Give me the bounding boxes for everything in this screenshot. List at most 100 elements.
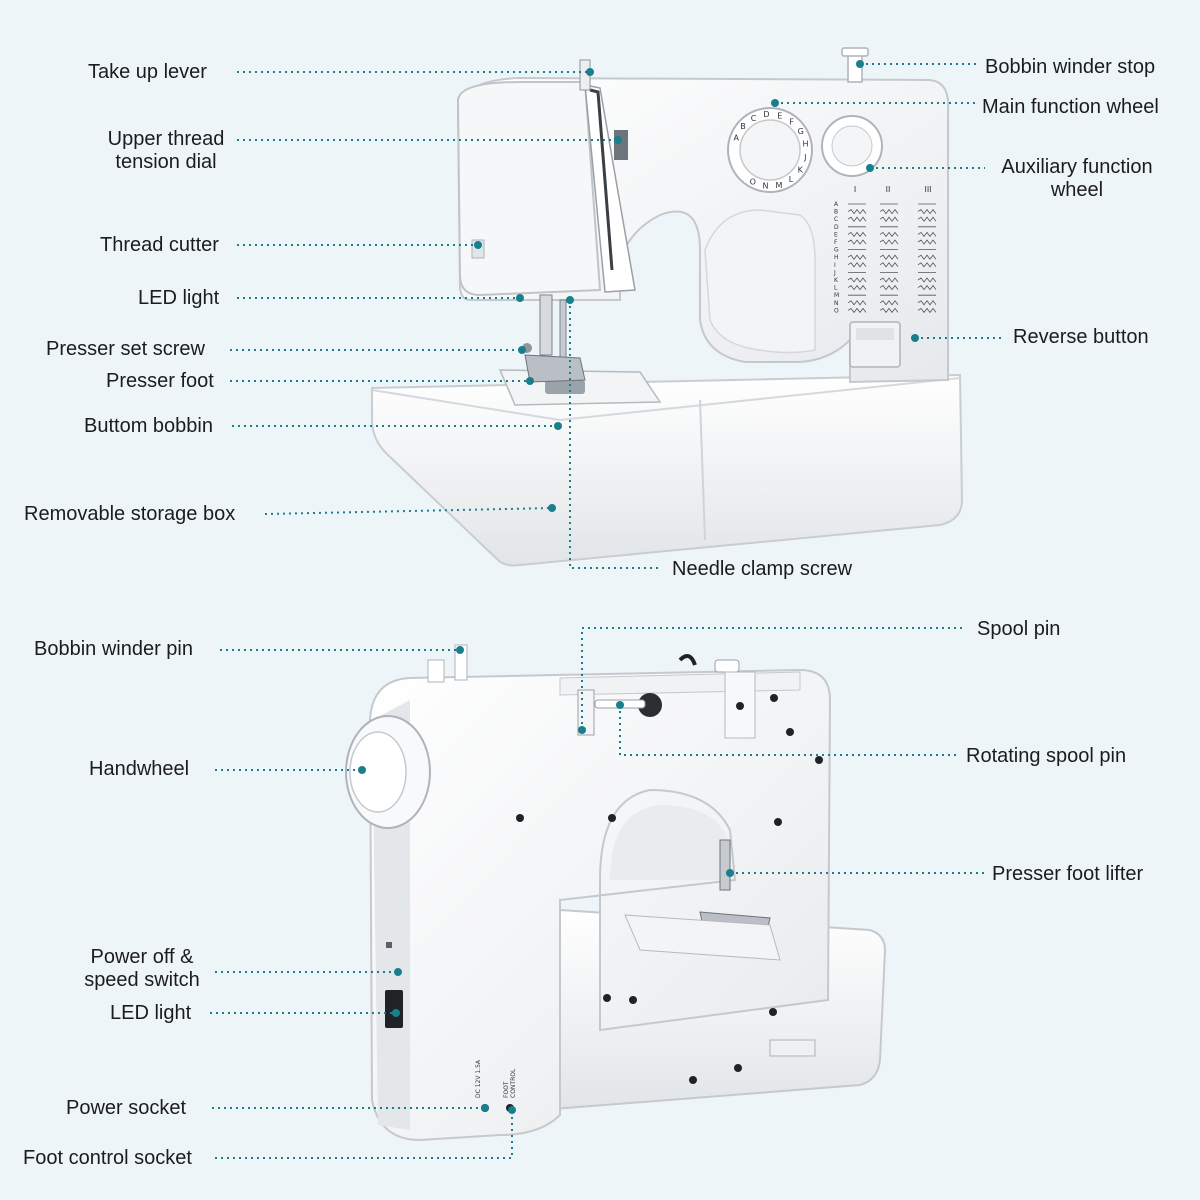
label-reverse-button: Reverse button xyxy=(1013,326,1149,348)
stitch-letter: J xyxy=(833,269,836,276)
label-removable-storage-box: Removable storage box xyxy=(24,503,236,525)
stitch-letter: I xyxy=(834,262,836,269)
dial-letter: D xyxy=(763,110,769,119)
stitch-pattern xyxy=(847,277,867,283)
top-machine-base xyxy=(371,373,964,567)
stitch-pattern xyxy=(847,216,867,222)
dial-letter: J xyxy=(803,153,806,162)
dial-letter: H xyxy=(802,140,808,149)
label-led-light-top: LED light xyxy=(138,287,220,309)
dial-letter: O xyxy=(750,178,756,187)
stitch-pattern xyxy=(847,231,867,238)
stitch-letter: A xyxy=(834,201,839,208)
dial-letter: E xyxy=(777,111,782,120)
stitch-pattern xyxy=(917,300,937,306)
stitch-letter: N xyxy=(834,300,839,307)
label-bobbin-winder-stop: Bobbin winder stop xyxy=(985,56,1156,78)
stitch-pattern xyxy=(847,284,867,291)
label-take-up-lever: Take up lever xyxy=(88,61,207,83)
stitch-letter: E xyxy=(834,231,838,238)
dial-letter: K xyxy=(798,166,804,175)
label-power-off-line1: Power off & xyxy=(90,946,194,968)
dial-letter: G xyxy=(798,127,804,136)
stitch-pattern xyxy=(847,300,867,306)
stitch-letter: F xyxy=(834,239,838,246)
dial-letter: F xyxy=(789,117,794,126)
stitch-letter: B xyxy=(834,209,838,216)
dial-letter: C xyxy=(751,114,757,123)
label-buttom-bobbin: Buttom bobbin xyxy=(84,415,213,437)
label-foot-control-socket: Foot control socket xyxy=(23,1147,192,1169)
stitch-pattern xyxy=(847,307,867,314)
label-spool-pin: Spool pin xyxy=(977,618,1061,640)
stitch-pattern xyxy=(917,284,937,291)
stitch-letter: G xyxy=(834,247,839,254)
label-aux-line1: Auxiliary function xyxy=(1001,156,1153,178)
stitch-pattern xyxy=(917,231,937,238)
stitch-pattern xyxy=(917,208,937,215)
stitch-pattern xyxy=(917,254,937,260)
label-power-off-line2: speed switch xyxy=(84,969,200,991)
socket-marking: DC 12V 1.5A xyxy=(475,1059,482,1098)
label-led-light-bottom: LED light xyxy=(110,1002,192,1024)
stitch-pattern xyxy=(879,254,899,260)
label-upper-thread-line1: Upper thread xyxy=(107,128,225,150)
stitch-pattern xyxy=(917,216,937,222)
stitch-pattern xyxy=(879,262,899,268)
stitch-letter: L xyxy=(834,285,838,292)
power-switch-graphic xyxy=(385,990,403,1028)
label-bobbin-winder-pin: Bobbin winder pin xyxy=(34,638,193,660)
label-needle-clamp-screw: Needle clamp screw xyxy=(672,558,853,580)
leader-dots xyxy=(358,60,919,1114)
stitch-pattern xyxy=(917,307,937,314)
label-upper-thread-line2: tension dial xyxy=(115,151,217,173)
stitch-pattern xyxy=(879,284,899,291)
socket-marking: FOOT xyxy=(503,1081,510,1098)
bottom-machine-body xyxy=(368,668,832,1142)
stitch-pattern xyxy=(847,239,867,245)
label-main-function-wheel: Main function wheel xyxy=(982,96,1159,118)
label-thread-cutter: Thread cutter xyxy=(100,234,219,256)
label-power-off-speed-switch: Power off & speed switch xyxy=(74,946,210,992)
bottom-machine: DC 12V 1.5A FOOT CONTROL xyxy=(345,644,887,1142)
stitch-letter: D xyxy=(834,224,839,231)
stitch-pattern xyxy=(879,208,899,215)
socket-marking: CONTROL xyxy=(510,1068,517,1098)
stitch-column-header: I xyxy=(854,185,856,194)
stitch-column-header: III xyxy=(924,185,931,194)
stitch-pattern xyxy=(847,208,867,215)
stitch-pattern xyxy=(879,239,899,245)
label-power-socket: Power socket xyxy=(66,1097,187,1119)
stitch-pattern xyxy=(879,277,899,283)
dial-letter: B xyxy=(740,122,746,131)
stitch-letter: K xyxy=(834,277,839,284)
stitch-pattern xyxy=(847,254,867,260)
label-presser-foot: Presser foot xyxy=(106,370,214,392)
stitch-pattern xyxy=(879,231,899,238)
dial-letter: M xyxy=(775,181,782,190)
head-block xyxy=(456,81,602,297)
label-aux-line2: wheel xyxy=(1050,179,1104,201)
stitch-pattern xyxy=(879,216,899,222)
stitch-column-header: II xyxy=(886,185,891,194)
stitch-pattern xyxy=(847,262,867,268)
stitch-pattern xyxy=(917,262,937,268)
label-presser-set-screw: Presser set screw xyxy=(46,338,205,360)
stitch-pattern xyxy=(917,277,937,283)
stitch-pattern xyxy=(879,307,899,314)
stitch-letter: M xyxy=(834,292,839,299)
stitch-letter: C xyxy=(834,216,838,223)
label-upper-thread-tension-dial: Upper thread tension dial xyxy=(96,128,236,174)
dial-letter: N xyxy=(763,182,769,191)
dial-letter: L xyxy=(789,175,794,184)
stitch-letter: H xyxy=(834,254,839,261)
label-handwheel: Handwheel xyxy=(89,758,190,780)
label-presser-foot-lifter: Presser foot lifter xyxy=(992,863,1144,885)
dial-letter: A xyxy=(733,134,739,143)
label-rotating-spool-pin: Rotating spool pin xyxy=(966,745,1127,767)
stitch-letter: O xyxy=(834,307,839,314)
